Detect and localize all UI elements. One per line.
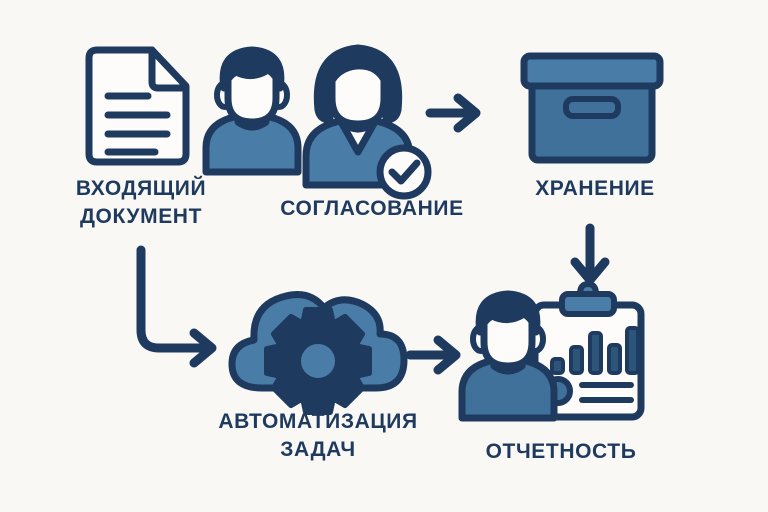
gear-icon bbox=[264, 307, 372, 415]
arrow-elbow-icon-document-to-automation bbox=[136, 245, 217, 368]
person-man-icon-reporting bbox=[458, 290, 558, 422]
arrow-down-icon-storage-to-reporting bbox=[570, 223, 610, 285]
archive-box-icon bbox=[520, 52, 664, 164]
node-label-approval: СОГЛАСОВАНИЕ bbox=[280, 197, 464, 220]
person-woman-icon-approval bbox=[302, 44, 414, 189]
cloud-gear-icon bbox=[228, 291, 408, 415]
node-label-automation: АВТОМАТИЗАЦИЯ ЗАДАЧ bbox=[218, 410, 418, 461]
bar-chart-bars bbox=[550, 326, 640, 375]
document-icon bbox=[85, 46, 190, 166]
arrow-right-icon-automation-to-reporting bbox=[405, 335, 461, 375]
arrow-right-icon-approval-to-storage bbox=[425, 93, 481, 133]
node-label-storage: ХРАНЕНИЕ bbox=[535, 177, 655, 200]
node-label-incoming-document: ВХОДЯЩИЙ ДОКУМЕНТ bbox=[75, 177, 207, 228]
person-man-icon-approval bbox=[202, 46, 302, 176]
check-badge-icon bbox=[376, 144, 432, 200]
node-label-reporting: ОТЧЕТНОСТЬ bbox=[485, 440, 637, 463]
